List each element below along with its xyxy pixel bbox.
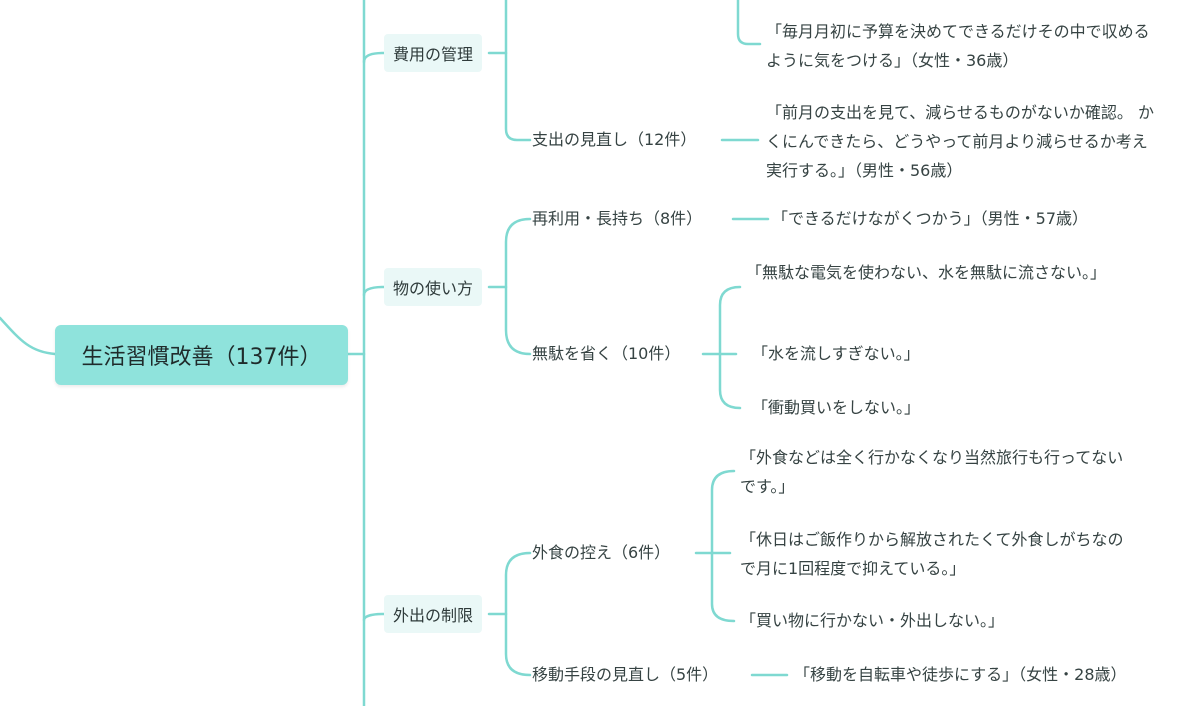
- subtopic-reuse[interactable]: 再利用・長持ち（8件）: [532, 209, 703, 228]
- root-topic[interactable]: 生活習慣改善（137件）: [55, 325, 348, 385]
- topic-outing-limits[interactable]: 外出の制限: [384, 595, 483, 633]
- comment-expense-review: 「前月の支出を見て、減らせるものがないか確認。 かくにんできたら、どうやって前月…: [766, 103, 1154, 180]
- comment-waste-water: 「水を流しすぎない。」: [752, 344, 920, 363]
- subtopic-transport[interactable]: 移動手段の見直し（5件）: [532, 665, 719, 684]
- topic-cost-management[interactable]: 費用の管理: [384, 34, 483, 72]
- topic-usage[interactable]: 物の使い方: [384, 268, 483, 306]
- comment-reuse: 「できるだけながくつかう」（男性・57歳）: [772, 209, 1089, 228]
- comment-dining-shopping: 「買い物に行かない・外出しない。」: [740, 611, 1005, 630]
- subtopic-dining-out[interactable]: 外食の控え（6件）: [532, 543, 671, 562]
- subtopic-waste-reduction[interactable]: 無駄を省く（10件）: [532, 344, 681, 363]
- root-topic-label: 生活習慣改善（137件）: [81, 345, 322, 370]
- comment-waste-impulse: 「衝動買いをしない。」: [752, 398, 921, 417]
- topic-label: 外出の制限: [393, 606, 474, 625]
- subtopic-expense-review[interactable]: 支出の見直し（12件）: [532, 130, 697, 149]
- comment-dining-holiday: 「休日はご飯作りから解放されたくて外食しがちなので月に1回程度で抑えている。」: [740, 530, 1124, 578]
- comment-budget: 「毎月月初に予算を決めてできるだけその中で収めるように気をつける」（女性・36歳…: [766, 22, 1150, 70]
- topic-label: 物の使い方: [393, 279, 474, 298]
- comment-dining-travel: 「外食などは全く行かなくなり当然旅行も行ってないです。」: [740, 448, 1124, 496]
- comment-waste-electricity: 「無駄な電気を使わない、水を無駄に流さない。」: [746, 263, 1107, 282]
- comment-transport: 「移動を自転車や徒歩にする」（女性・28歳）: [794, 665, 1127, 684]
- topic-label: 費用の管理: [393, 45, 474, 64]
